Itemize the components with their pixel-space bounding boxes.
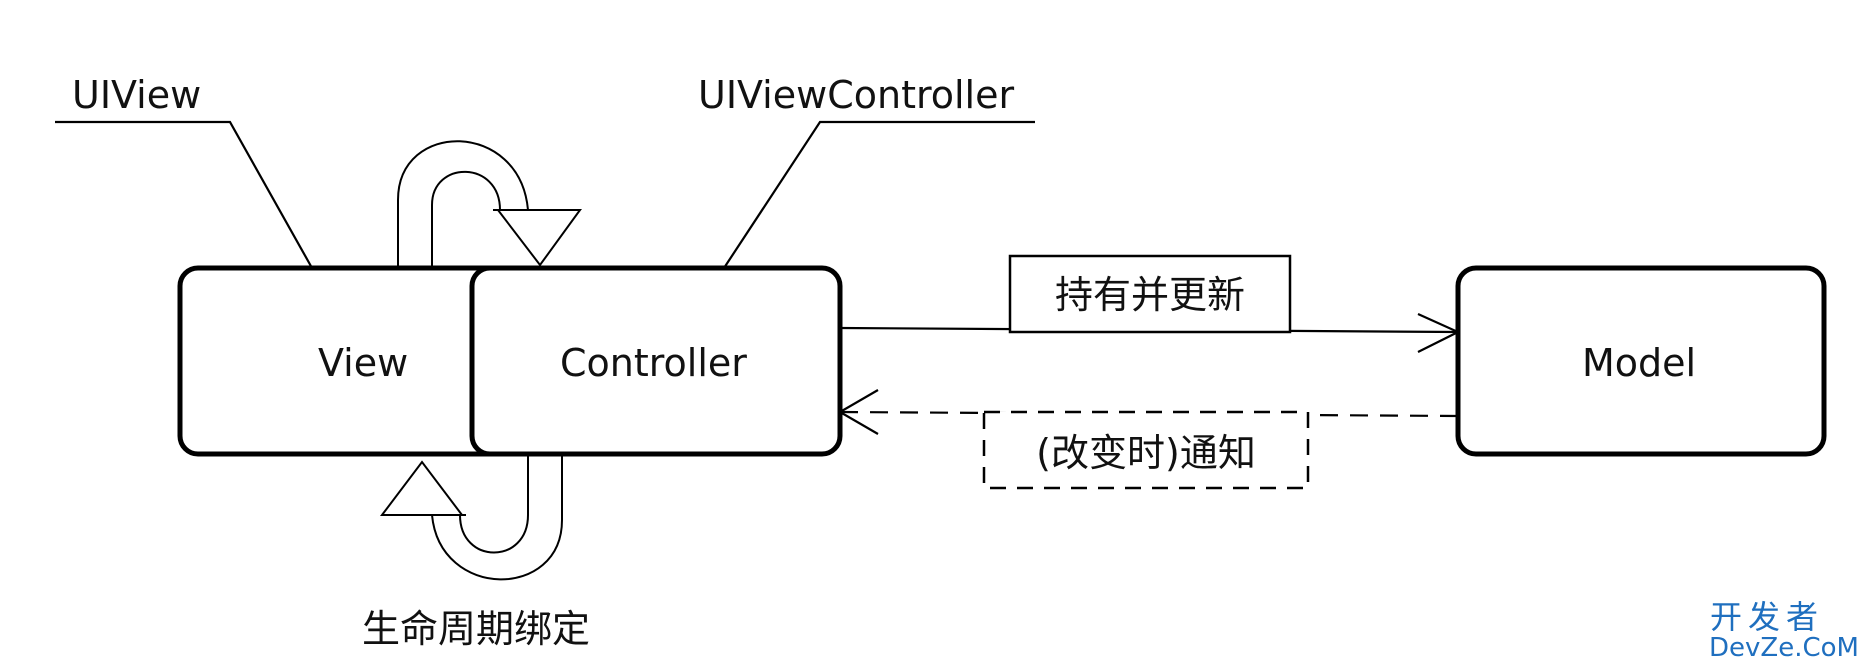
edge-model-to-controller-arrowhead — [837, 389, 879, 435]
edge-model-to-controller: (改变时)通知 — [837, 389, 1459, 490]
controller-node: Controller — [469, 265, 843, 457]
model-label: Model — [1582, 341, 1696, 385]
uiview-leader-line — [55, 120, 313, 269]
lifecycle-loop-bottom-arrow — [379, 455, 563, 581]
uiviewcontroller-callout: UIViewController — [698, 73, 1035, 269]
lifecycle-label: 生命周期绑定 — [362, 607, 590, 651]
uiview-callout-label: UIView — [72, 73, 201, 117]
watermark-line-1: 开发者 — [1710, 598, 1824, 636]
edge-controller-to-model-label-box — [1008, 254, 1292, 334]
edge-model-to-controller-label-box — [982, 410, 1310, 490]
edge-controller-to-model: 持有并更新 — [839, 254, 1461, 353]
watermark-line-2: DevZe.CoM — [1709, 633, 1859, 663]
view-node: View — [177, 265, 513, 457]
uiviewcontroller-callout-label: UIViewController — [698, 73, 1014, 117]
model-node: Model — [1455, 265, 1827, 457]
controller-label: Controller — [560, 341, 747, 385]
edge-controller-to-model-arrowhead — [1417, 312, 1461, 353]
watermark: 开发者 DevZe.CoM — [1709, 598, 1859, 663]
view-label: View — [318, 341, 408, 385]
uiview-callout: UIView — [55, 73, 313, 269]
edge-controller-to-model-label: 持有并更新 — [1055, 273, 1245, 317]
uiviewcontroller-leader-line — [723, 120, 1035, 269]
edge-model-to-controller-label: (改变时)通知 — [1036, 431, 1256, 475]
lifecycle-loop-top-arrow — [397, 140, 582, 268]
